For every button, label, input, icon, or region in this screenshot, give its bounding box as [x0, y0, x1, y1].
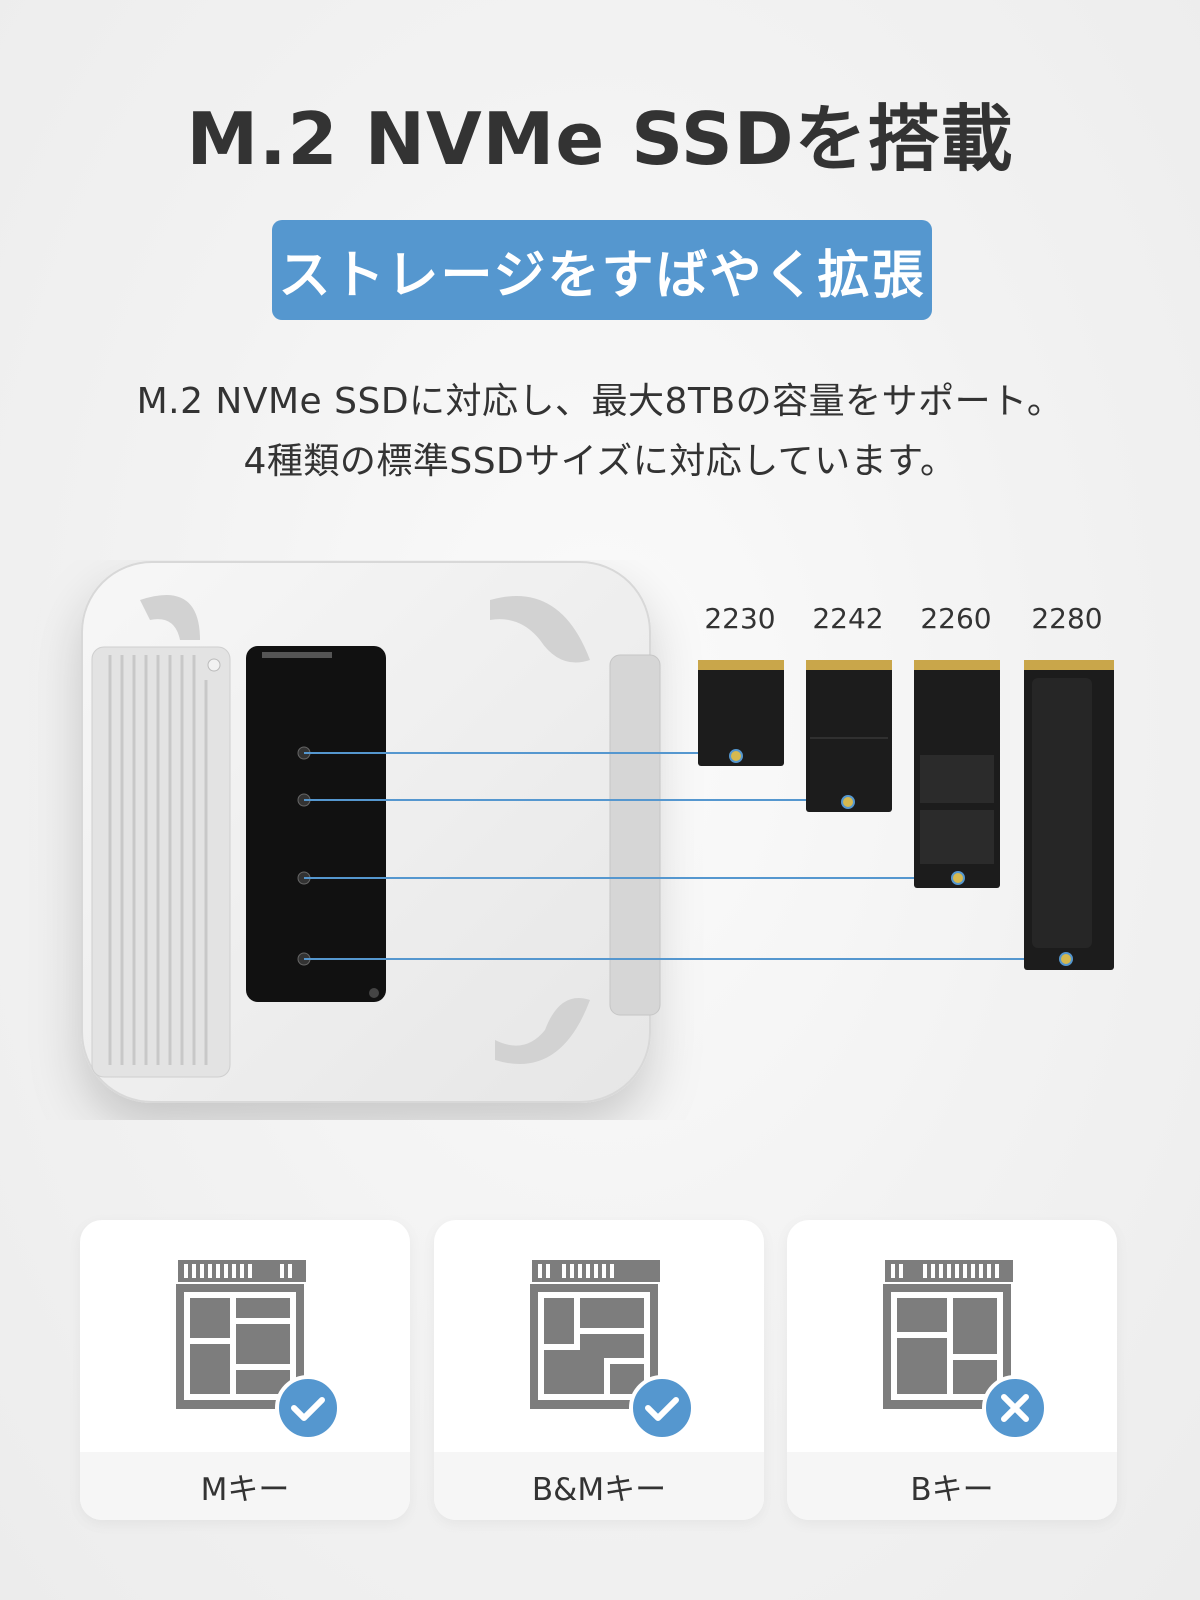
key-card-label-bar: B&Mキー: [434, 1452, 764, 1520]
product-illustration: 2230 2242 2260 2280: [81, 561, 1114, 1103]
key-card-label: B&Mキー: [531, 1471, 667, 1508]
key-card-b: Bキー: [787, 1220, 1117, 1520]
size-label-2230: 2230: [704, 602, 775, 635]
ssd-chip-icon: [787, 1220, 1117, 1452]
ssd-module-2260: [914, 660, 1000, 888]
subtitle-badge: ストレージをすばやく拡張: [272, 220, 932, 320]
subtitle-text: ストレージをすばやく拡張: [278, 245, 926, 306]
key-card-label: Mキー: [200, 1471, 290, 1508]
key-card-label-bar: Mキー: [80, 1452, 410, 1520]
ssd-module-2230: [698, 660, 784, 766]
ssd-bay: [246, 646, 386, 1002]
ssd-chip-icon: [80, 1220, 410, 1452]
connector-lines: [304, 752, 1066, 960]
side-port: [609, 654, 661, 1016]
size-label-2260: 2260: [920, 602, 991, 635]
key-card-label: Bキー: [910, 1471, 994, 1508]
size-label-2242: 2242: [812, 602, 883, 635]
key-card-label-bar: Bキー: [787, 1452, 1117, 1520]
description-line-1: M.2 NVMe SSDに対応し、最大8TBの容量をサポート。: [136, 381, 1064, 422]
size-label-2280: 2280: [1031, 602, 1102, 635]
ssd-module-2242: [806, 660, 892, 812]
key-card-m: Mキー: [80, 1220, 410, 1520]
description-line-2: 4種類の標準SSDサイズに対応しています。: [243, 441, 957, 482]
key-card-bm: B&Mキー: [434, 1220, 764, 1520]
ssd-module-2280: [1024, 660, 1114, 970]
heatsink: [91, 646, 231, 1078]
page-title: M.2 NVMe SSDを搭載: [186, 97, 1014, 181]
ssd-chip-icon: [434, 1220, 764, 1452]
